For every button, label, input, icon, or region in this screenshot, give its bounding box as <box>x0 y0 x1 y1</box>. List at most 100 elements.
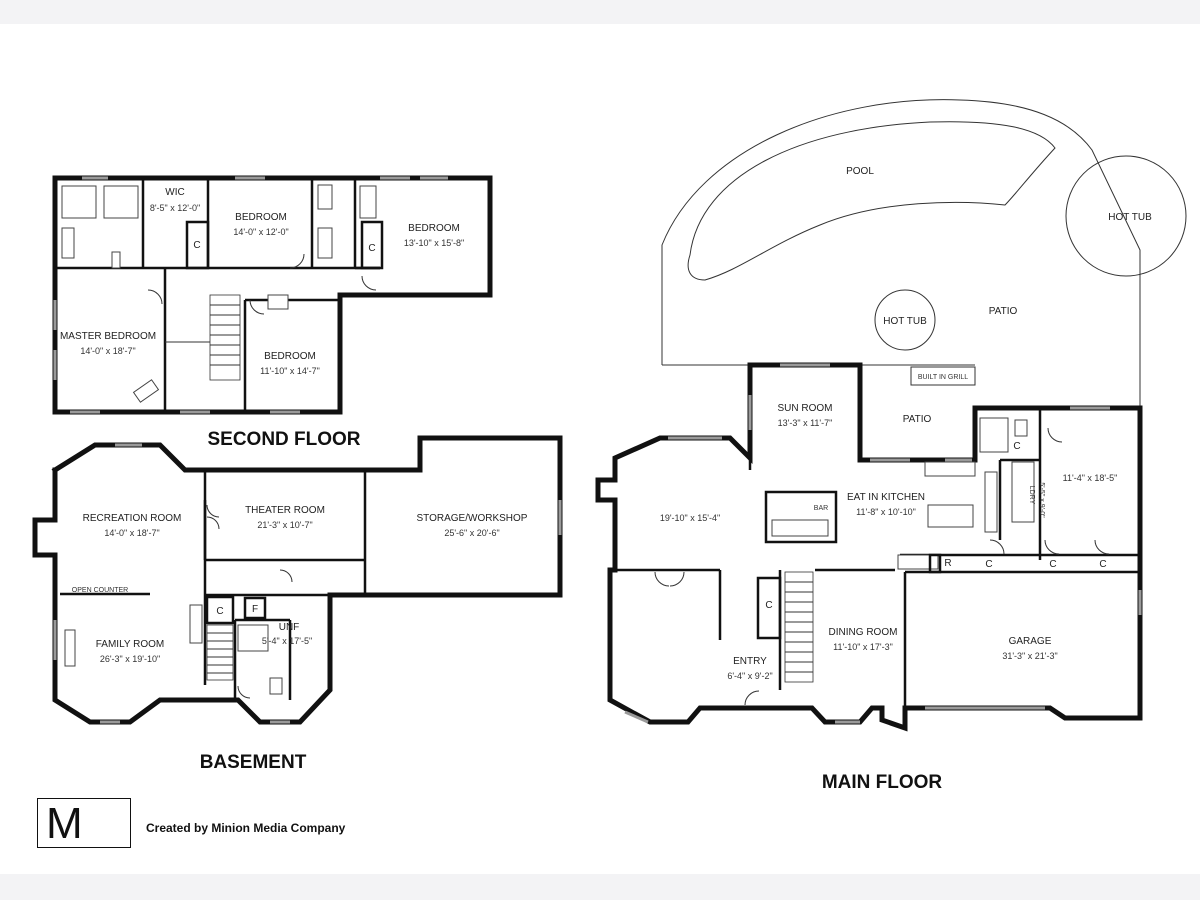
second-floor-stairs <box>165 294 241 381</box>
room-name-hot-tub-small: HOT TUB <box>883 316 927 327</box>
hot-tub-small-outline <box>874 289 936 351</box>
basement-plan: OPEN COUNTER <box>32 435 563 773</box>
kitchen-counter <box>897 554 939 570</box>
main-floor-door <box>654 571 670 587</box>
second-floor-shower <box>61 185 97 219</box>
second-floor-closet <box>185 220 210 270</box>
room-dims-bedroom-1: 14'-0" x 12'-0" <box>233 227 288 237</box>
room-name-theater-room: THEATER ROOM <box>245 505 325 516</box>
room-dims-entry: 6'-4" x 9'-2" <box>727 671 772 681</box>
hot-tub-large-outline <box>1065 155 1187 277</box>
basement-door <box>206 504 220 518</box>
closet-mark: C <box>193 240 200 251</box>
room-name-master-bedroom: MASTER BEDROOM <box>60 331 156 342</box>
basement-stairs <box>206 624 234 681</box>
room-name-hot-tub-large: HOT TUB <box>1108 212 1152 223</box>
second-floor-fixture <box>132 379 160 403</box>
second-floor-door <box>361 275 377 291</box>
built-in-grill-outline <box>910 366 976 386</box>
kitchen-island <box>927 504 974 528</box>
room-name-dining-room: DINING ROOM <box>829 627 898 638</box>
basement-shower <box>237 624 269 652</box>
room-name-bedroom-3: BEDROOM <box>264 351 316 362</box>
room-name-entry: ENTRY <box>733 656 767 667</box>
main-floor-title: MAIN FLOOR <box>822 772 943 793</box>
room-dims-eat-in-kitchen: 11'-8" x 10'-10" <box>856 507 916 517</box>
closet-mark: C <box>1049 559 1056 570</box>
room-dims-family-room: 26'-3" x 19'-10" <box>100 654 160 664</box>
main-floor-door <box>669 571 685 587</box>
room-name-bedroom-2: BEDROOM <box>408 223 460 234</box>
second-floor-vanity <box>317 227 333 259</box>
room-name-storage-workshop: STORAGE/WORKSHOP <box>417 513 528 524</box>
laundry-machines <box>1011 461 1035 523</box>
room-dims-garage: 31'-3" x 21'-3" <box>1002 651 1057 661</box>
furnace <box>243 596 267 620</box>
room-name-patio-upper: PATIO <box>989 306 1018 317</box>
main-floor-closet <box>756 576 782 640</box>
closet-mark: C <box>765 600 772 611</box>
room-dims-sun-room: 13'-3" x 11'-7" <box>778 418 833 428</box>
room-name-laundry: LDRY <box>1028 486 1035 505</box>
main-floor-stairs <box>784 571 814 683</box>
bar-counter <box>764 490 838 544</box>
room-dims-storage-workshop: 25'-6" x 20'-6" <box>444 528 499 538</box>
closet-mark: C <box>1013 441 1020 452</box>
closet-mark: C <box>216 606 223 617</box>
basement-door <box>206 516 220 530</box>
bar-sink <box>771 519 829 537</box>
basement-title: BASEMENT <box>200 752 307 773</box>
room-name-garage: GARAGE <box>1009 636 1052 647</box>
room-dims-recreation-room: 14'-0" x 18'-7" <box>104 528 159 538</box>
basement-door <box>279 569 293 583</box>
main-floor-door <box>1094 539 1110 555</box>
main-floor-door <box>744 690 760 706</box>
room-dims-theater-room: 21'-3" x 10'-7" <box>257 520 312 530</box>
second-floor-toilet <box>111 251 121 269</box>
second-floor-outer-wall <box>52 175 493 415</box>
room-dims-bedroom-3: 11'-10" x 14'-7" <box>260 366 320 376</box>
room-dims-mudroom: 11'-4" x 18'-5" <box>1063 473 1118 483</box>
room-name-bedroom-1: BEDROOM <box>235 212 287 223</box>
second-floor-title: SECOND FLOOR <box>207 429 360 450</box>
second-floor-plan: WIC 8'-5" x 12'-0" BEDROOM 14'-0" x 12'-… <box>52 175 493 450</box>
second-floor-closet <box>360 220 384 270</box>
refrigerator-mark: R <box>944 558 951 569</box>
second-floor-door <box>249 299 265 315</box>
basement-door <box>237 685 251 699</box>
room-name-bar: BAR <box>814 505 828 512</box>
room-dims-living-room: 19'-10" x 15'-4" <box>660 513 720 523</box>
basement-toilet <box>269 677 283 695</box>
pool-outline <box>687 121 1056 281</box>
room-dims-unf: 5'-4" x 17'-5" <box>262 636 312 646</box>
closet-mark: C <box>368 243 375 254</box>
room-name-sun-room: SUN ROOM <box>778 403 833 414</box>
second-floor-vanity <box>61 227 75 259</box>
family-room-sofa <box>64 629 76 667</box>
room-dims-dining-room: 11'-10" x 17'-3" <box>833 642 893 652</box>
closet-mark: C <box>1099 559 1106 570</box>
top-margin-band <box>0 0 1200 24</box>
room-name-patio-lower: PATIO <box>903 414 932 425</box>
second-floor-tub <box>359 185 377 219</box>
basement-closet <box>205 595 235 625</box>
main-floor-outer-wall <box>595 362 1143 732</box>
main-floor-plan: POOL HOT TUB HOT TUB PATIO PATIO BUILT I… <box>595 99 1187 793</box>
open-counter-label: OPEN COUNTER <box>72 587 128 594</box>
second-floor-door <box>147 289 163 305</box>
second-floor-toilet <box>317 184 333 210</box>
room-dims-wic: 8'-5" x 12'-0" <box>150 203 200 213</box>
credit-text: Created by Minion Media Company <box>146 821 346 835</box>
room-name-built-in-grill: BUILT IN GRILL <box>918 374 968 381</box>
room-dims-master-bedroom: 14'-0" x 18'-7" <box>80 346 135 356</box>
main-floor-pantry <box>928 553 942 574</box>
kitchen-counter <box>924 461 976 477</box>
room-name-wic: WIC <box>165 187 184 198</box>
main-floor-door <box>989 539 1005 555</box>
room-dims-bedroom-2: 13'-10" x 15'-8" <box>404 238 464 248</box>
second-floor-cabinet <box>267 294 289 310</box>
furnace-mark: F <box>252 604 258 615</box>
basement-outer-wall <box>32 435 563 725</box>
